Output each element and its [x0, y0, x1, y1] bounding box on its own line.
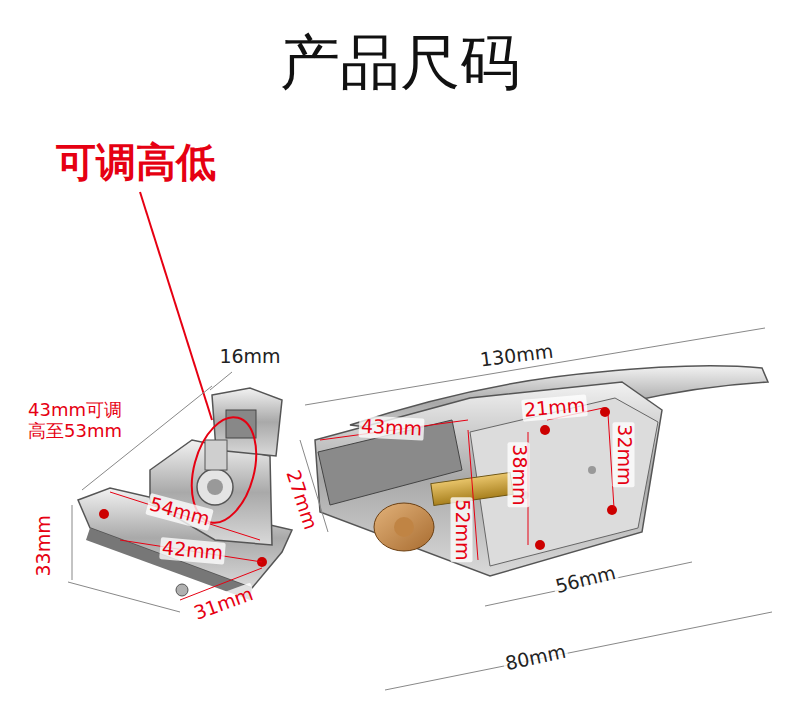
illustration-part [110, 492, 260, 540]
dimension-label: 32mm [613, 422, 635, 487]
adjust-note: 43mm可调 高至53mm [26, 400, 134, 441]
illustration-part [140, 192, 212, 420]
illustration-part [205, 440, 227, 470]
illustration-part [99, 509, 109, 519]
dimension-label: 16mm [217, 346, 282, 368]
illustration-part [385, 612, 772, 690]
dimension-label: 80mm [502, 641, 570, 676]
illustration-part [374, 503, 434, 551]
illustration-part [588, 466, 596, 474]
dimension-label: 130mm [477, 340, 556, 371]
illustration-part [207, 479, 223, 495]
illustration-part [226, 410, 256, 438]
illustration-part [72, 505, 73, 580]
illustration-part [210, 372, 232, 390]
illustration-part [607, 505, 617, 515]
dimension-label: 33mm [33, 513, 55, 578]
illustration-part [485, 562, 692, 606]
illustration-part [394, 517, 414, 537]
illustration-part [305, 328, 765, 405]
dimension-label: 52mm [451, 497, 473, 562]
dimension-label: 43mm [359, 415, 425, 440]
page-title: 产品尺码 [280, 28, 520, 97]
illustration-part [535, 540, 545, 550]
dimension-label: 27mm [282, 466, 323, 535]
illustration-part [315, 382, 662, 576]
dimension-label: 38mm [508, 442, 530, 507]
adjust-callout: 可调高低 [54, 139, 218, 185]
dimension-label: 56mm [552, 562, 621, 599]
illustration-part [150, 440, 272, 545]
illustration-part [540, 425, 550, 435]
illustration-part [176, 584, 188, 596]
illustration-part [68, 582, 180, 612]
illustration-part [197, 469, 233, 505]
